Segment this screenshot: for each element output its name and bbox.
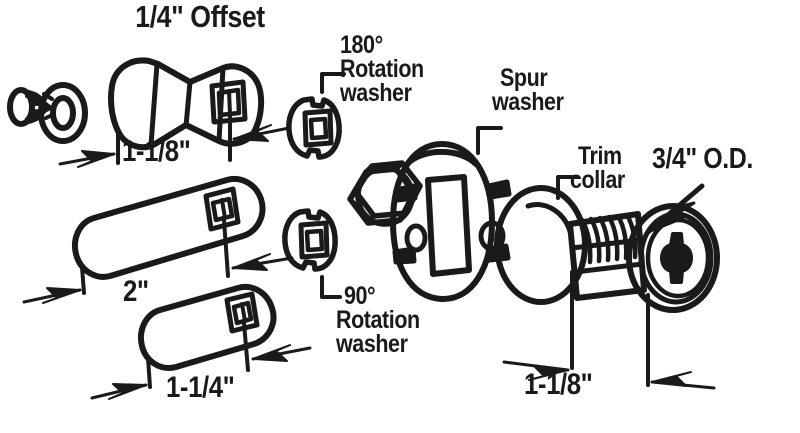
- callout-trim-line1: Trim: [578, 142, 622, 170]
- dimension-barrel-outer-diameter: 3/4" O.D.: [652, 143, 753, 175]
- dimension-arrows-cam-offset: [58, 124, 291, 168]
- cam-offset: [107, 57, 265, 165]
- cam-2in: [72, 176, 266, 295]
- dimension-cam-offset-length: 1-1/8": [122, 135, 191, 168]
- callout-90-line1: 90°: [344, 282, 376, 310]
- callout-trim-line2: collar: [570, 166, 625, 194]
- dimension-cam-2in: 2": [123, 275, 149, 308]
- callout-90-line2: Rotation: [336, 306, 420, 334]
- leader-spur-washer: [476, 126, 503, 155]
- dimension-arrows-cam-125in: [90, 344, 312, 400]
- leader-washer-90: [320, 275, 342, 299]
- leader-trim-collar: [556, 175, 580, 200]
- dimension-arrows-barrel: [502, 360, 716, 390]
- page-title: 1/4" Offset: [135, 0, 265, 34]
- callout-180-line2: Rotation: [340, 55, 424, 83]
- dimension-arrows-cam-2in: [22, 253, 294, 304]
- callout-spur-line1: Spur: [500, 64, 548, 92]
- callout-spur-line2: washer: [492, 88, 564, 116]
- rotation-washer-90: [282, 208, 338, 272]
- rotation-washer-180: [286, 96, 342, 160]
- dimension-cam-125in: 1-1/4": [166, 371, 235, 404]
- screw-washer: [38, 82, 88, 144]
- dimension-barrel-length: 1-1/8": [524, 368, 593, 401]
- callout-180-line3: washer: [340, 79, 412, 107]
- spur-washer: [390, 141, 512, 303]
- callout-180-line1: 180°: [340, 31, 383, 59]
- leader-washer-180: [320, 72, 346, 94]
- callout-90-line3: washer: [336, 330, 408, 358]
- pointer-outer-diameter: [645, 183, 705, 235]
- cam-125in: [138, 284, 277, 389]
